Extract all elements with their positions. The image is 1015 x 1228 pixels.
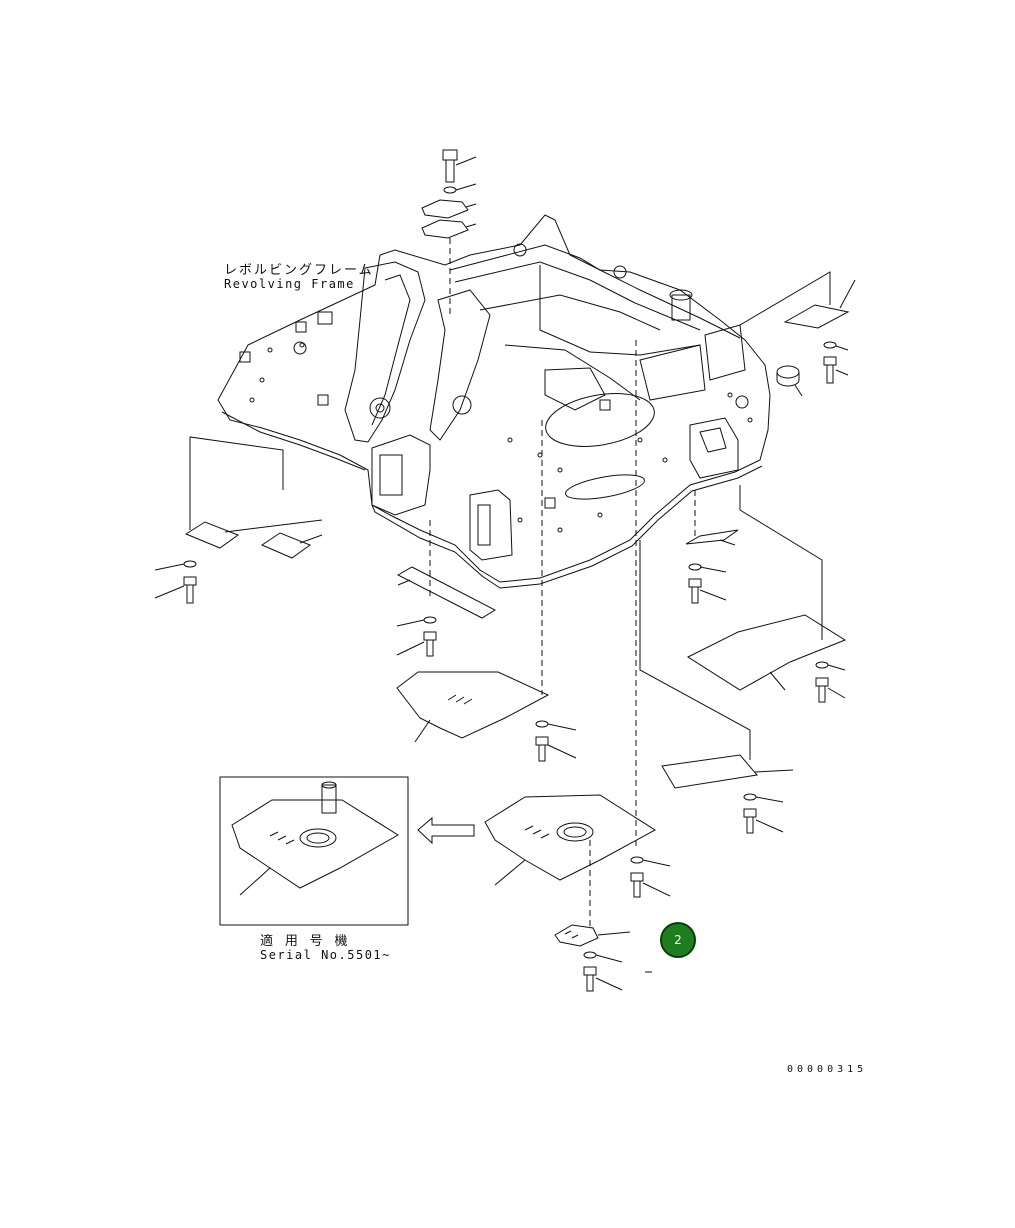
center-under-cover <box>397 420 576 761</box>
serial-label: Serial No.5501~ <box>260 948 391 962</box>
serial-inset <box>220 777 408 925</box>
top-center-fasteners <box>422 150 476 315</box>
right-strip <box>686 490 738 603</box>
left-center-strip <box>397 520 495 656</box>
right-lower-cover <box>640 540 793 833</box>
applicable-label-japanese: 適 用 号 機 <box>260 934 350 949</box>
drawing-code: 00000315 <box>787 1064 868 1075</box>
frame-label-japanese: レボルビングフレーム <box>224 263 374 278</box>
swing-cover <box>485 340 670 897</box>
small-cover-plate <box>555 840 652 991</box>
right-large-cover <box>688 485 845 702</box>
left-covers <box>155 437 322 603</box>
right-top-fasteners <box>740 272 855 396</box>
frame-label-english: Revolving Frame <box>224 277 355 291</box>
revolving-frame <box>218 215 770 588</box>
item-marker-number: 2 <box>674 933 682 947</box>
item-marker-2[interactable]: 2 <box>660 922 696 958</box>
left-arrow-icon <box>418 818 474 843</box>
